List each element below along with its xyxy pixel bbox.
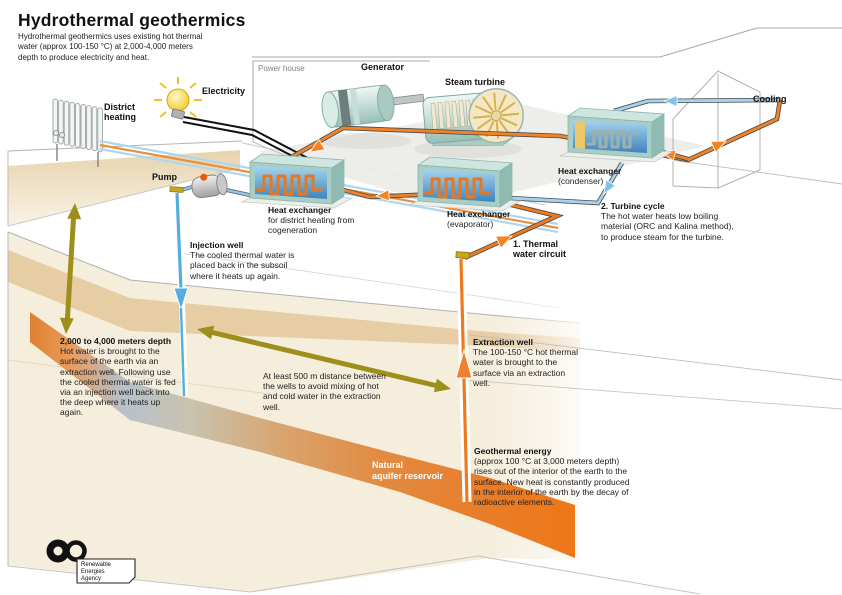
depth-range-body: Hot water is brought to the surface of t… <box>60 346 176 418</box>
extraction-well-graphic <box>455 251 473 503</box>
well-distance-body: At least 500 m distance between the well… <box>263 371 386 412</box>
thermal-water-circuit-label: 1. Thermal water circuit <box>513 239 567 260</box>
injection-well-title: Injection well <box>190 240 244 250</box>
extraction-well-note: Extraction well The 100-150 °C hot therm… <box>473 337 579 388</box>
hx-condenser-title: Heat exchanger <box>558 166 622 176</box>
page-subtitle: Hydrothermal geothermics uses existing h… <box>18 32 203 62</box>
heat-exchanger-cogeneration-label: Heat exchanger for district heating from… <box>268 205 380 236</box>
distance-arrow <box>197 325 451 393</box>
extraction-well-title: Extraction well <box>473 337 533 347</box>
steam-turbine-label: Steam turbine <box>445 77 506 87</box>
pump-label: Pump <box>152 172 178 182</box>
cooling-house-outline <box>672 70 761 189</box>
logo-line-3: Agency <box>81 576 101 582</box>
heat-exchanger-evaporator-label: Heat exchanger (evaporator) <box>447 209 537 229</box>
hx-condenser-subtitle: (condenser) <box>558 176 604 187</box>
aquifer-label-line1: Natural <box>372 460 404 470</box>
heat-exchanger-evaporator-icon <box>408 156 522 212</box>
electricity-label: Electricity <box>202 86 246 96</box>
heat-exchanger-condenser-label: Heat exchanger (condenser) <box>558 166 648 186</box>
district-heating-label: District heating <box>104 102 137 123</box>
aquifer-band <box>30 312 575 558</box>
depth-range-title: 2,000 to 4,000 meters depth <box>60 336 172 346</box>
geothermal-energy-title: Geothermal energy <box>474 446 552 456</box>
turbine-cycle-body: The hot water heats low boiling material… <box>601 211 734 242</box>
turbine-cycle-note: 2. Turbine cycle The hot water heats low… <box>601 201 737 242</box>
heat-exchanger-cogeneration-icon <box>240 153 354 209</box>
generator-label: Generator <box>361 62 405 72</box>
radiator-icon <box>52 98 103 167</box>
geothermal-energy-note: Geothermal energy (approx 100 °C at 3,00… <box>474 446 634 507</box>
aquifer-label-line2: aquifer reservoir <box>372 471 444 481</box>
depth-range-note: 2,000 to 4,000 meters depth Hot water is… <box>60 336 182 418</box>
injection-well-body: The cooled thermal water is placed back … <box>190 250 295 281</box>
light-bulb-icon <box>154 77 202 120</box>
injection-well-note: Injection well The cooled thermal water … <box>190 240 304 281</box>
power-house-label: Power house <box>258 64 305 73</box>
hx-cogeneration-title: Heat exchanger <box>268 205 332 215</box>
cooling-label: Cooling <box>753 94 787 104</box>
flow-arrows <box>309 94 727 249</box>
turbine-cycle-title: 2. Turbine cycle <box>601 201 665 211</box>
hx-evaporator-subtitle: (evaporator) <box>447 219 494 230</box>
pump-icon <box>191 173 228 199</box>
logo-line-1: Renewable <box>81 562 112 568</box>
geothermal-energy-body: (approx 100 °C at 3,000 meters depth) ri… <box>474 456 630 507</box>
well-distance-note: At least 500 m distance between the well… <box>263 371 387 412</box>
heat-exchanger-condenser-icon <box>558 107 674 163</box>
generator-shadow <box>319 133 411 149</box>
hx-evaporator-title: Heat exchanger <box>447 209 511 219</box>
logo-line-2: Energies <box>81 569 105 575</box>
hx-cogeneration-subtitle: for district heating from cogeneration <box>268 215 355 236</box>
generator-icon <box>321 84 425 128</box>
extraction-well-body: The 100-150 °C hot thermal water is brou… <box>473 347 578 388</box>
agency-logo: Renewable Energies Agency <box>46 539 136 584</box>
page-title: Hydrothermal geothermics <box>18 10 246 30</box>
depth-arrow <box>59 203 82 334</box>
injection-well-graphic <box>169 186 189 397</box>
